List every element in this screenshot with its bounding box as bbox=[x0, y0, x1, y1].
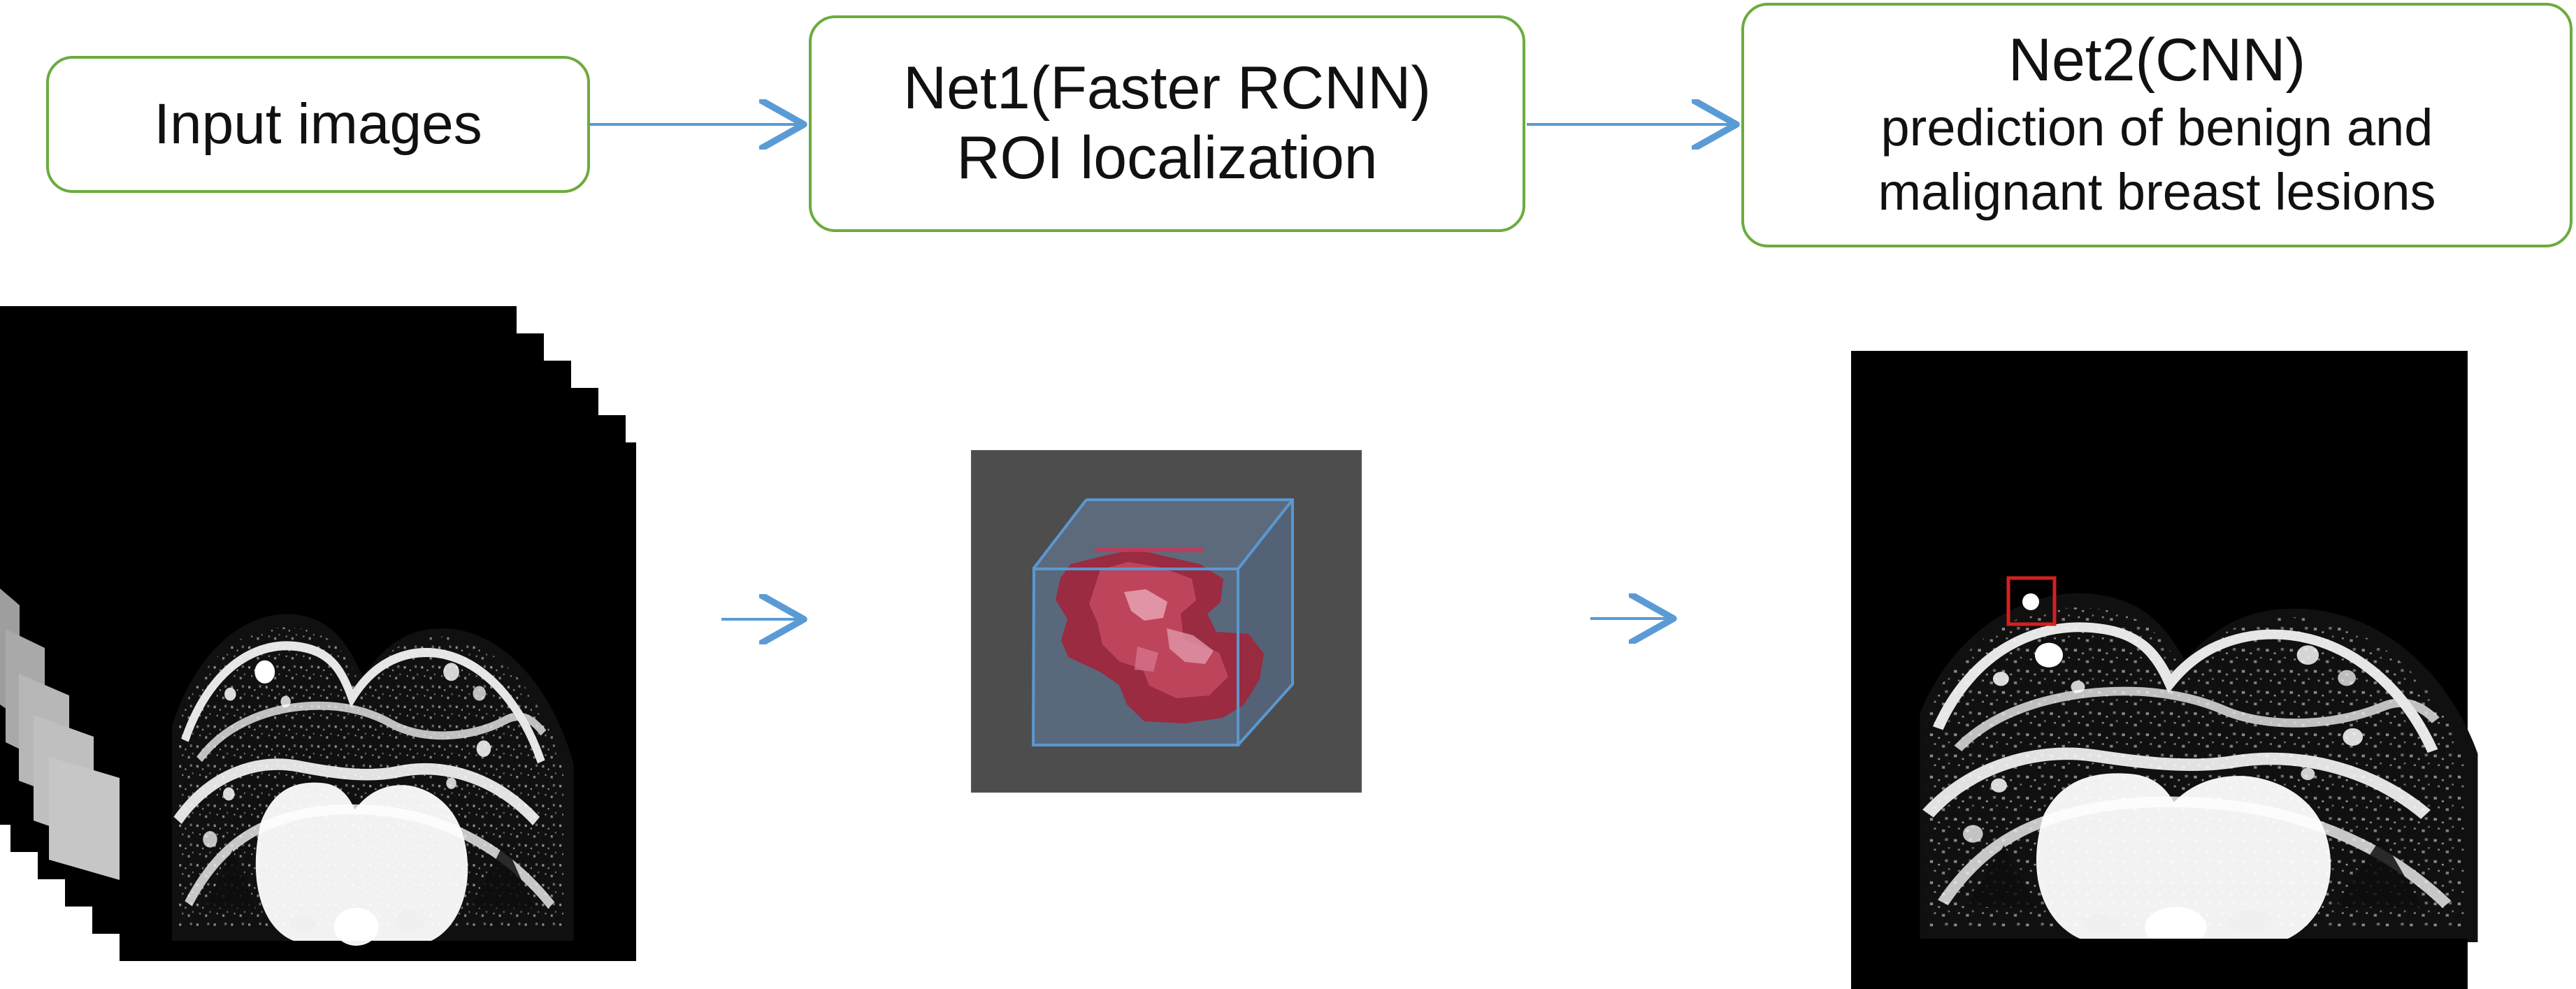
net2-line-2: malignant breast lesions bbox=[1878, 162, 2436, 221]
input-images-label: Input images bbox=[154, 92, 482, 157]
net2-box: Net2(CNN) prediction of benign and malig… bbox=[1741, 3, 2573, 247]
highlighted-scan-icon bbox=[1851, 351, 2477, 989]
net1-title: Net1(Faster RCNN) bbox=[903, 55, 1431, 122]
input-images-box: Input images bbox=[46, 56, 590, 193]
net1-box: Net1(Faster RCNN) ROI localization bbox=[809, 15, 1525, 232]
net2-line-1: prediction of benign and bbox=[1880, 99, 2433, 157]
roi-cube-icon bbox=[971, 450, 1362, 793]
lesion-bounding-box bbox=[2006, 576, 2057, 626]
net2-title: Net2(CNN) bbox=[2008, 27, 2306, 94]
net1-subtitle: ROI localization bbox=[956, 124, 1378, 192]
mri-scan-stack-icon bbox=[0, 306, 636, 989]
